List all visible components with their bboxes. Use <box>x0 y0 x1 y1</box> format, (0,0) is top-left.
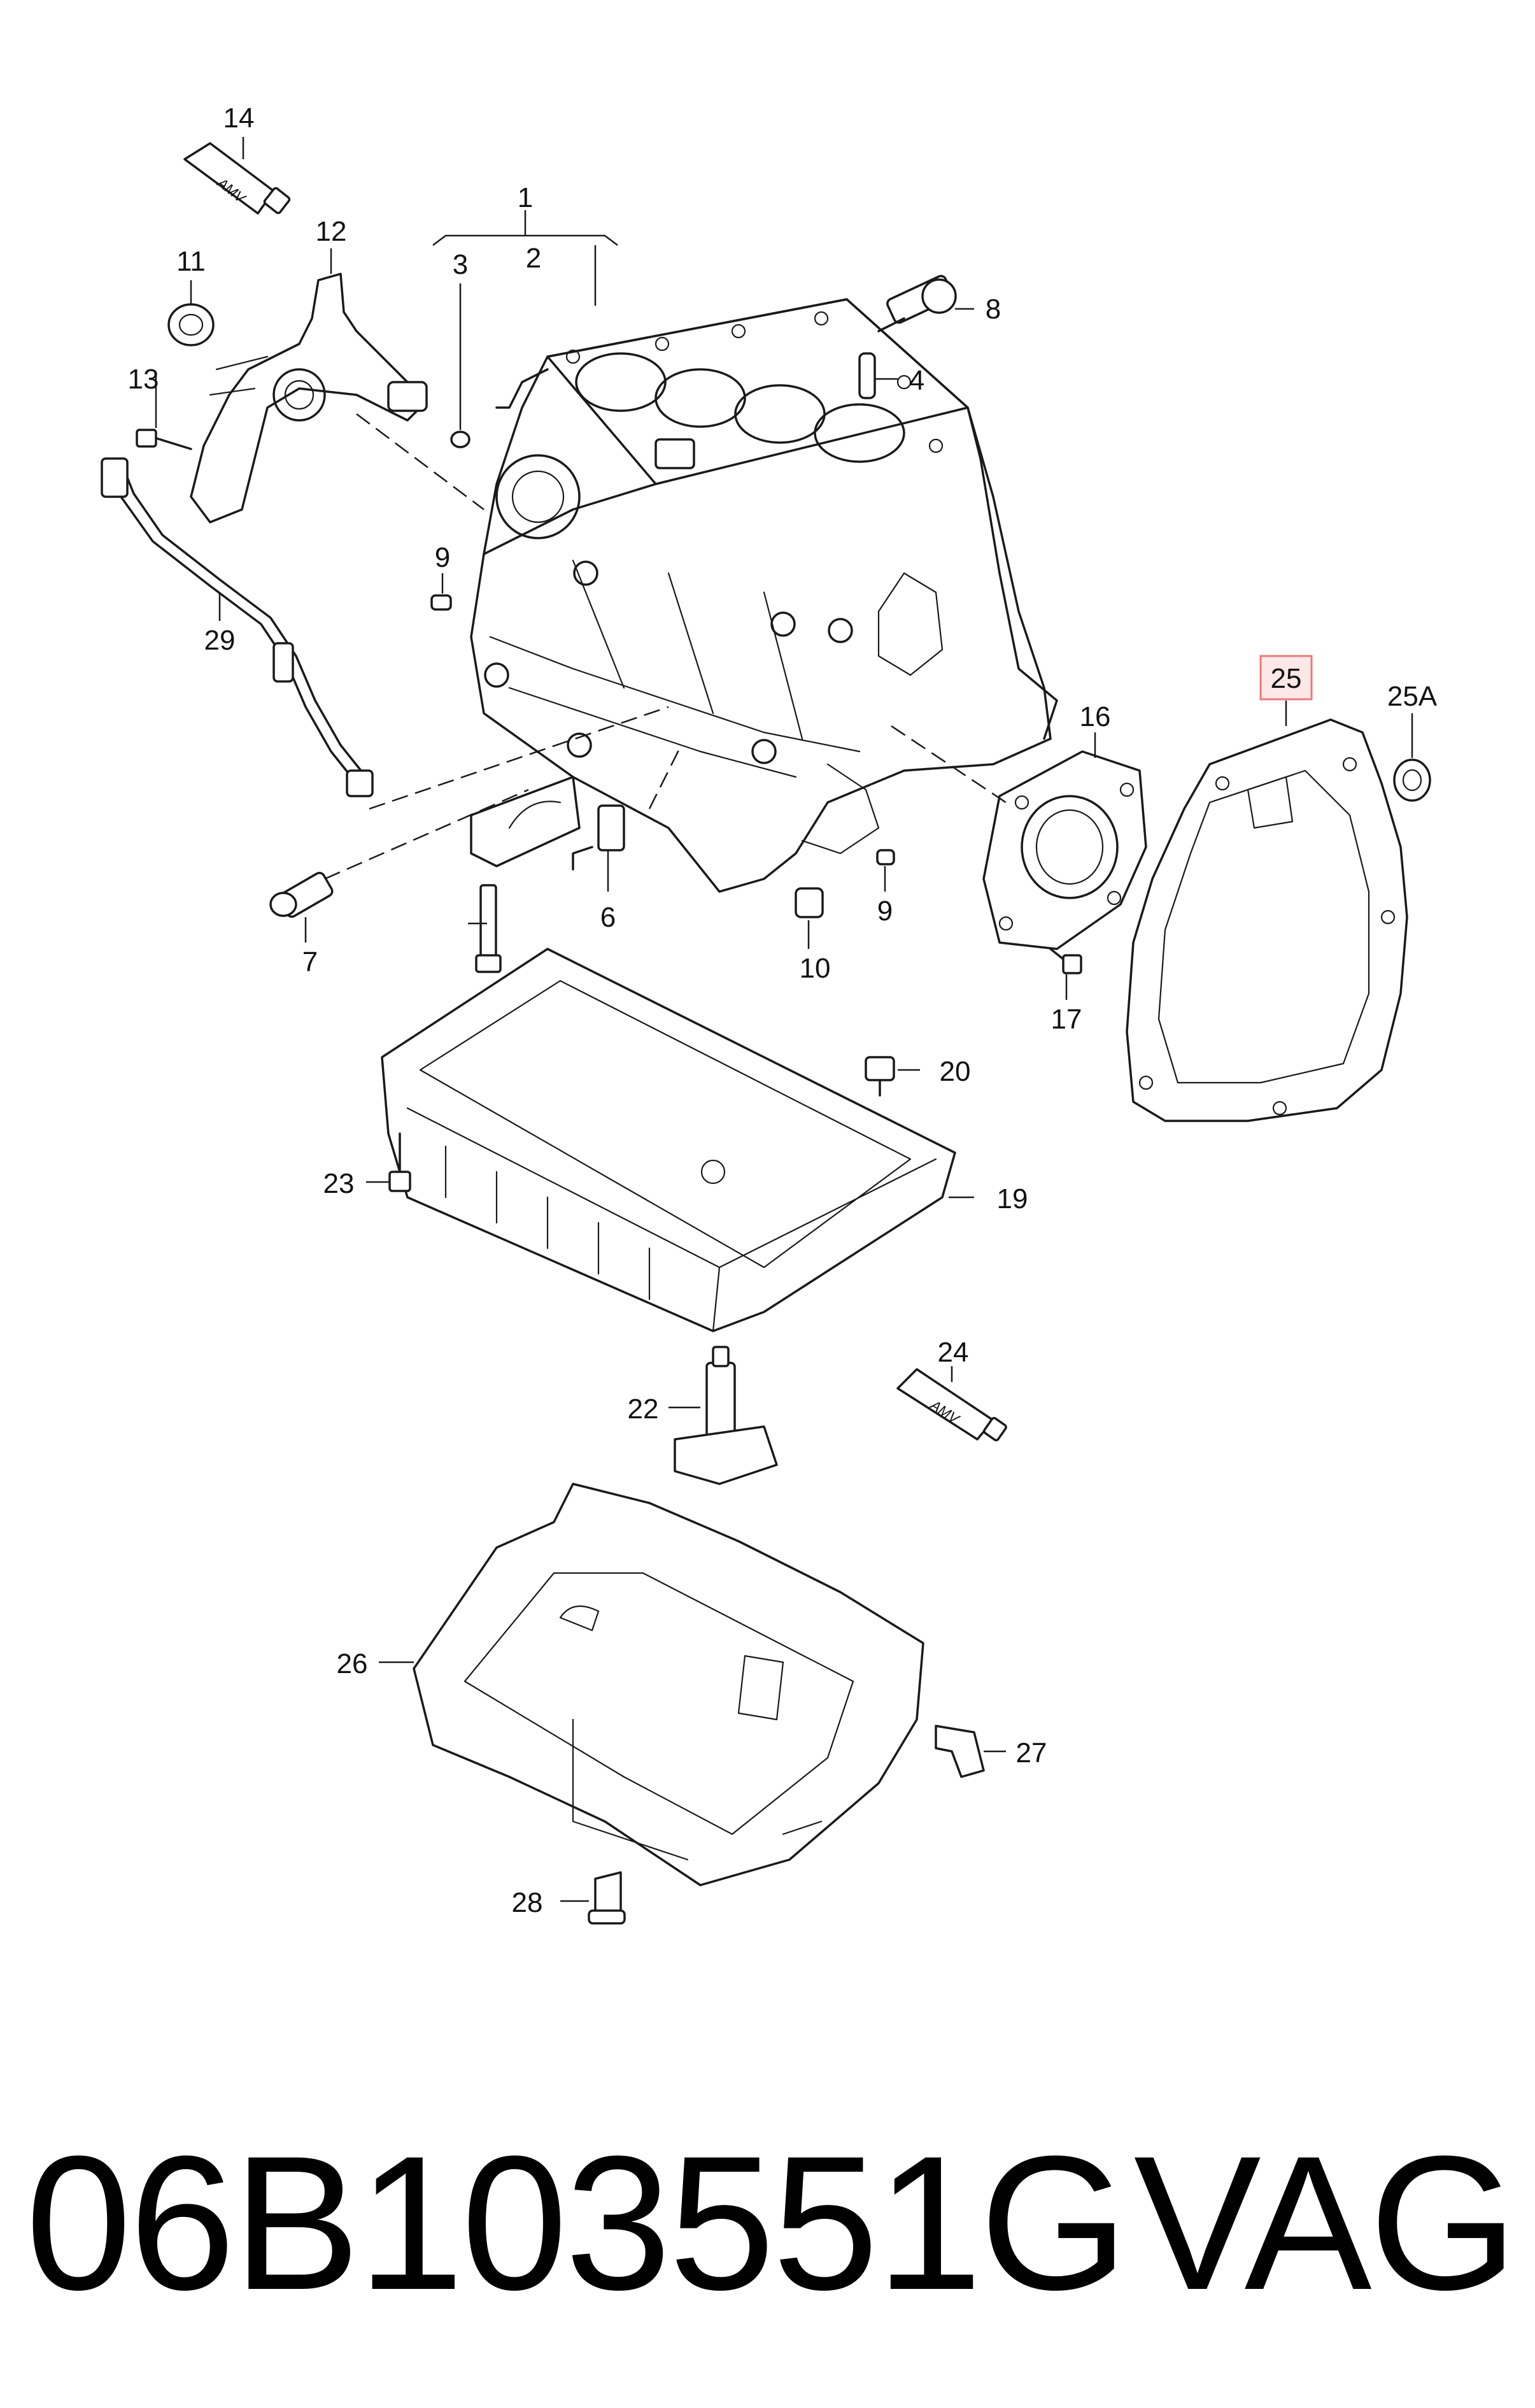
callout-22: 22 <box>628 1393 659 1425</box>
gasket-25-drawing <box>1126 718 1408 1122</box>
brand-name: VAG <box>1133 2116 1518 2330</box>
callout-8: 8 <box>986 294 1001 325</box>
callout-19: 19 <box>997 1183 1028 1215</box>
clip-27-drawing <box>935 1725 985 1778</box>
callout-25A: 25A <box>1387 681 1438 712</box>
engine-block-exploded-diagram: AMV <box>101 103 1438 1925</box>
dipstick-tube-drawing <box>101 457 374 797</box>
callout-7: 7 <box>302 946 318 978</box>
dowel-pin-4 <box>858 352 876 399</box>
callout-23: 23 <box>323 1168 355 1199</box>
seal-25A-drawing <box>1393 759 1431 802</box>
callout-17: 17 <box>1051 1004 1082 1035</box>
callout-14: 14 <box>223 103 255 134</box>
seal-ring-11 <box>167 303 215 346</box>
oil-spray-jet-6-drawing <box>572 804 625 871</box>
bolt-20-drawing <box>865 1056 895 1097</box>
callout-11: 11 <box>176 246 206 277</box>
dowel-pin-9b <box>876 849 895 866</box>
bearing-cap-2-drawing <box>470 776 581 973</box>
bushing-10 <box>795 887 824 918</box>
callout-12: 12 <box>316 216 347 247</box>
highlighted-callout-25: 25 <box>1259 655 1313 701</box>
callout-26: 26 <box>337 1648 368 1679</box>
part-number-banner: 06B103551G VAG <box>25 2095 1518 2350</box>
callout-labels: 1 2 3 4 6 7 8 9 9 10 11 12 13 14 16 17 1… <box>128 103 1438 1918</box>
leader-lines <box>155 137 1413 1902</box>
dowel-pin-9a <box>430 594 452 611</box>
callout-9b: 9 <box>877 895 893 927</box>
banjo-bolt-8-drawing <box>877 274 957 332</box>
callout-27: 27 <box>1016 1737 1047 1769</box>
upper-oil-pan-19-drawing <box>381 948 956 1332</box>
sealant-tube-14-drawing: AMV <box>183 142 291 215</box>
callout-13: 13 <box>128 364 159 395</box>
callout-6: 6 <box>600 902 616 933</box>
cylinder-block-drawing <box>470 298 1058 893</box>
callout-3: 3 <box>453 249 468 280</box>
callout-9a: 9 <box>435 542 450 573</box>
callout-25: 25 <box>1271 663 1302 694</box>
bolt-17-drawing <box>1049 948 1082 974</box>
oil-pump-bracket-drawing <box>190 273 428 524</box>
push-rivet-28-drawing <box>588 1871 626 1925</box>
plug-7-drawing <box>269 871 334 918</box>
callout-20: 20 <box>940 1056 971 1087</box>
callout-24: 24 <box>938 1337 969 1368</box>
alignment-lines <box>324 413 1007 880</box>
callout-4: 4 <box>909 365 924 396</box>
lower-oil-pan-26-drawing <box>413 1483 924 1886</box>
seal-3 <box>450 431 470 448</box>
callout-2: 2 <box>526 243 541 274</box>
rear-seal-flange-16-drawing <box>982 750 1147 950</box>
part-number: 06B103551G <box>25 2116 1128 2330</box>
callout-10: 10 <box>800 953 831 984</box>
callout-28: 28 <box>512 1887 543 1918</box>
oil-level-sensor-22-drawing <box>674 1346 778 1485</box>
callout-16: 16 <box>1080 701 1111 732</box>
bolt-13-drawing <box>136 429 192 450</box>
callout-29: 29 <box>204 625 236 656</box>
callout-1: 1 <box>518 182 533 213</box>
sealant-tube-24-drawing: AMV <box>896 1368 1007 1442</box>
